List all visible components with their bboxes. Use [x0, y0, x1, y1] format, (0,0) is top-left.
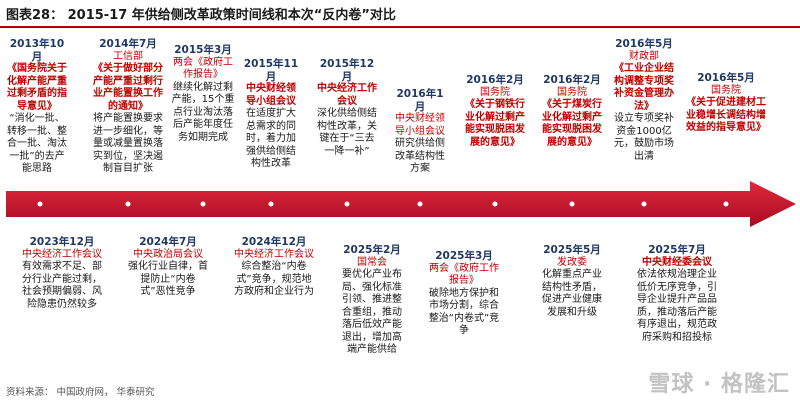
figure-title: 图表28： 2015-17 年供给侧改革政策时间线和本次“反内卷”对比 [6, 8, 396, 23]
event-date: 2025年3月 [435, 250, 493, 262]
event-date: 2024年7月 [139, 236, 197, 248]
event-date: 2025年5月 [543, 244, 601, 256]
event-2016-05-mof: 2016年5月 财政部 《工业企业结构调整专项奖补资金管理办法》 设立专项奖补资… [612, 38, 676, 163]
event-document: 《关于钢铁行业化解过剩产能实现脱困发展的意见》 [465, 99, 525, 148]
event-document: 《关于煤炭行业化解过剩产能实现脱困发展的意见》 [542, 99, 602, 148]
event-date: 2013年10月 [9, 38, 65, 63]
event-body: 依法依规治理企业低价无序竞争，引导企业提升产品品质，推动落后产能有序退出，规范政… [637, 269, 717, 343]
event-2015-12: 2015年12月 中央经济工作会议 深化供给侧结构性改革，关键在于“三去一降一补… [315, 58, 379, 158]
event-2025-02: 2025年2月 国常会 要优化产业布局、强化标准引领、推进整合重组，推动落后低效… [338, 244, 406, 357]
event-date: 2015年12月 [319, 58, 375, 83]
event-document: 《国务院关于化解产能严重过剩矛盾的指导意见》 [7, 63, 67, 112]
event-body: 深化供给侧结构性改革，关键在于“三去一降一补” [317, 108, 377, 157]
event-date: 2016年5月 [615, 38, 673, 50]
event-2025-07: 2025年7月 中央财经委会议 依法依规治理企业低价无序竞争，引导企业提升产品品… [634, 244, 720, 344]
event-body: 研究供给侧改革结构性方案 [395, 138, 445, 174]
event-2014-07: 2014年7月 工信部 《关于做好部分产能严重过剩行业产能置换工作的通知》 将产… [92, 38, 164, 176]
event-2025-03: 2025年3月 两会《政府工作报告》 破除地方保护和市场分割，综合整治“内卷式”… [426, 250, 502, 338]
event-date: 2025年7月 [648, 244, 706, 256]
event-date: 2016年5月 [697, 72, 755, 84]
event-2023-12: 2023年12月 中央经济工作会议 有效需求不足、部分行业产能过剩，社会预期偏弱… [22, 236, 102, 311]
event-2015-03: 2015年3月 两会《政府工作报告》 继续化解过剩产能，15个重点行业淘汰落后产… [170, 44, 236, 144]
event-date: 2014年7月 [99, 38, 157, 50]
event-org: 中央经济工作会议 [317, 83, 377, 107]
event-date: 2025年2月 [343, 244, 401, 256]
event-body: 要优化产业布局、强化标准引领、推进整合重组，推动落后低效产能退出，增加高端产能供… [342, 269, 402, 355]
source-note: 资料来源： 中国政府网， 华泰研究 [6, 387, 155, 398]
event-org: 国常会 [357, 256, 387, 268]
event-2016-02-steel: 2016年2月 国务院 《关于钢铁行业化解过剩产能实现脱困发展的意见》 [464, 74, 526, 149]
event-document: 《关于做好部分产能严重过剩行业产能置换工作的通知》 [93, 63, 163, 112]
event-body: 化解重点产业结构性矛盾，促进产业健康发展和升级 [542, 269, 602, 318]
event-body: 有效需求不足、部分行业产能过剩，社会预期偏弱、风险隐患仍然较多 [22, 261, 102, 310]
event-2016-01: 2016年1月 中央财经领导小组会议 研究供给侧改革结构性方案 [392, 88, 448, 176]
title-underline [0, 26, 800, 28]
event-date: 2024年12月 [241, 236, 307, 248]
event-org: 财政部 [629, 50, 659, 62]
watermark: 雪球 · 格隆汇 [648, 372, 790, 397]
event-2016-02-coal: 2016年2月 国务院 《关于煤炭行业化解过剩产能实现脱困发展的意见》 [542, 74, 602, 149]
event-org: 中央财经领导小组会议 [395, 113, 445, 137]
figure-header: 图表28： 2015-17 年供给侧改革政策时间线和本次“反内卷”对比 [0, 0, 800, 28]
event-org: 中央经济工作会议 [22, 248, 102, 260]
event-org: 发改委 [557, 256, 587, 268]
event-org: 中央经济工作会议 [234, 248, 314, 260]
event-org: 国务院 [557, 86, 587, 98]
event-org: 中央财经委会议 [642, 256, 712, 268]
timeline-arrow-graphic [6, 181, 796, 227]
event-org: 两会《政府工作报告》 [429, 262, 499, 287]
event-date: 2015年3月 [174, 44, 232, 56]
event-2013-10: 2013年10月 《国务院关于化解产能严重过剩矛盾的指导意见》 “消化一批、转移… [6, 38, 68, 176]
event-2024-07: 2024年7月 中央政治局会议 强化行业自律，首提防止“内卷式”恶性竞争 [128, 236, 208, 299]
event-org: 国务院 [480, 86, 510, 98]
event-date: 2016年1月 [396, 88, 444, 113]
event-date: 2015年11月 [243, 58, 299, 83]
event-2016-05-state: 2016年5月 国务院 《关于促进建材工业稳增长调结构增效益的指导意见》 [686, 72, 766, 135]
event-date: 2016年2月 [543, 74, 601, 86]
event-body: 破除地方保护和市场分割，综合整治“内卷式”竞争 [428, 287, 500, 337]
event-date: 2016年2月 [466, 74, 524, 86]
event-2024-12: 2024年12月 中央经济工作会议 综合整治“内卷式”竞争，规范地方政府和企业行… [232, 236, 316, 299]
event-org: 两会《政府工作报告》 [173, 56, 233, 81]
event-body: 综合整治“内卷式”竞争，规范地方政府和企业行为 [234, 261, 314, 297]
event-org: 国务院 [711, 84, 741, 96]
event-body: 设立专项奖补资金1000亿元，鼓励市场出清 [614, 113, 674, 162]
event-org: 中央政治局会议 [133, 248, 203, 260]
event-document: 《工业企业结构调整专项奖补资金管理办法》 [614, 63, 674, 112]
event-2025-05: 2025年5月 发改委 化解重点产业结构性矛盾，促进产业健康发展和升级 [538, 244, 606, 319]
event-document: 《关于促进建材工业稳增长调结构增效益的指导意见》 [686, 97, 766, 133]
event-org: 中央财经领导小组会议 [246, 83, 296, 107]
timeline-arrow [0, 181, 800, 227]
event-body: 强化行业自律，首提防止“内卷式”恶性竞争 [128, 261, 208, 297]
event-body: “消化一批、转移一批、整合一批、淘汰一批”的去产能思路 [7, 113, 67, 174]
event-body: 在适度扩大总需求的同时，着力加强供给侧结构性改革 [246, 108, 296, 169]
event-date: 2023年12月 [29, 236, 95, 248]
event-body: 继续化解过剩产能，15个重点行业淘汰落后产能年度任务如期完成 [171, 81, 235, 143]
event-2015-11: 2015年11月 中央财经领导小组会议 在适度扩大总需求的同时，着力加强供给侧结… [242, 58, 300, 171]
event-org: 工信部 [113, 50, 143, 62]
event-body: 将产能置换要求进一步细化，等量或减量置换落实到位，坚决遏制盲目扩张 [93, 113, 163, 174]
